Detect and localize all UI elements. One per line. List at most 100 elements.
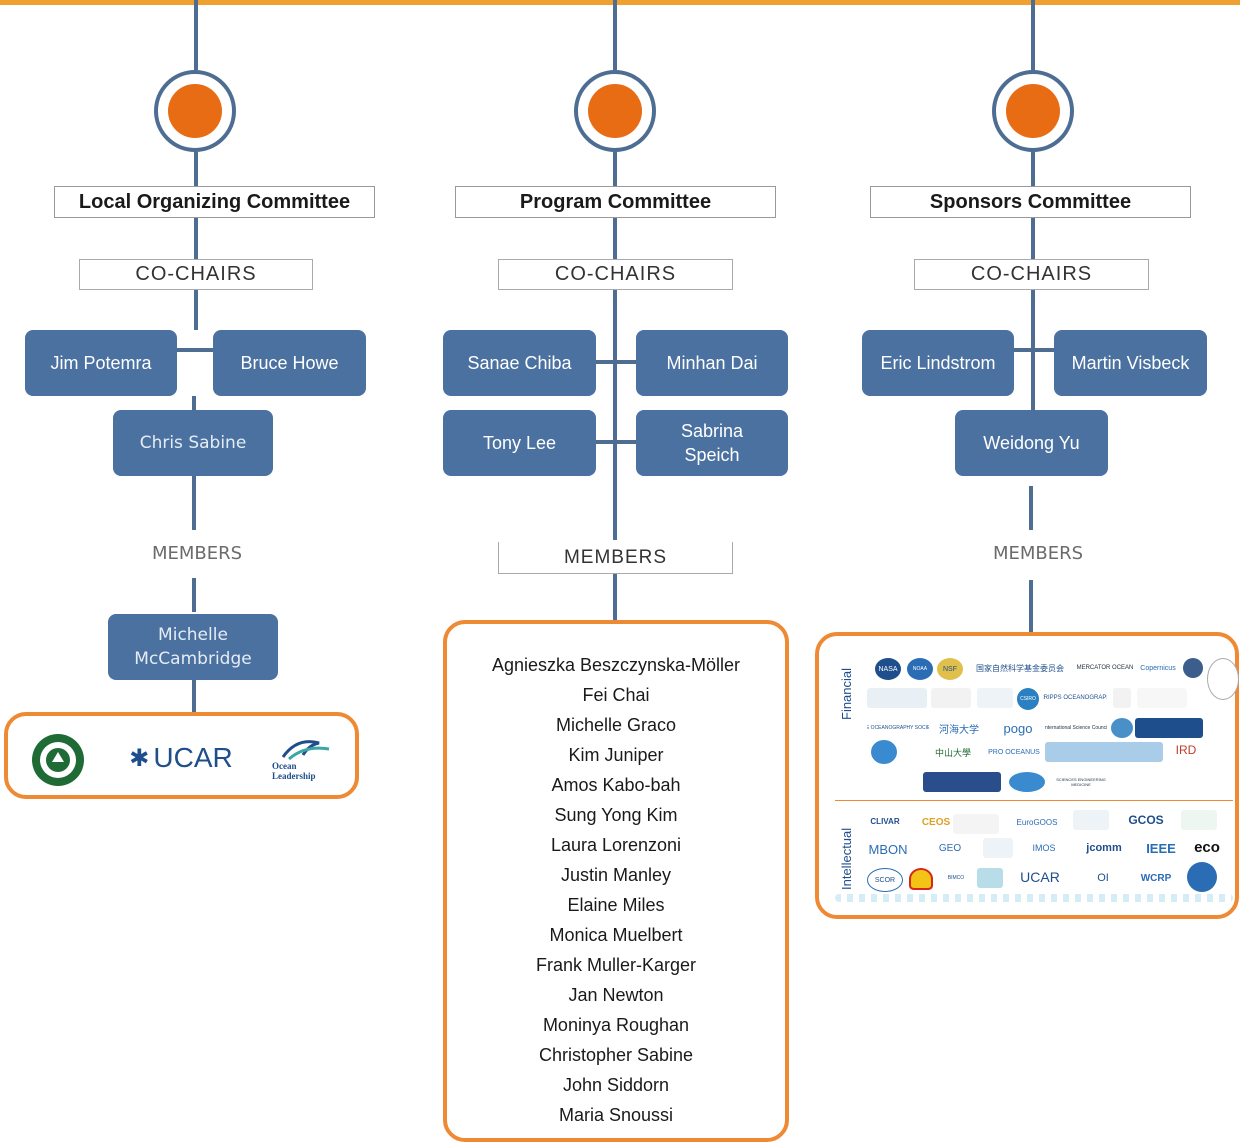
nasa-logo: NASA [875, 658, 901, 680]
mbon-logo: MBON [868, 841, 908, 857]
csiro-logo: CSIRO [1017, 688, 1039, 710]
chair-minhan-dai: Minhan Dai [636, 330, 788, 396]
wave-icon [281, 740, 330, 761]
sponsors-cochairs-label: CO-CHAIRS [914, 259, 1149, 290]
program-committee-title: Program Committee [455, 186, 776, 218]
isc-logo: International Science Council [1045, 725, 1107, 731]
committee-node-local [154, 70, 236, 152]
scor-logo: SCOR [867, 868, 903, 892]
shell-icon [909, 868, 933, 890]
nsf-logo: NSF [937, 658, 963, 680]
local-committee-title: Local Organizing Committee [54, 186, 375, 218]
ocean-conservancy-icon [1181, 810, 1217, 830]
mercator-ocean-logo: MERCATOR OCEAN [1076, 665, 1134, 671]
qnlm-logo [923, 772, 1001, 792]
scripps-logo: SCRIPPS OCEANOGRAPHY [1043, 695, 1107, 701]
ucar-logo-text: UCAR [153, 742, 233, 773]
chair-weidong-yu: Weidong Yu [955, 410, 1108, 476]
list-item: Monica Muelbert [549, 925, 683, 945]
ucar-star-icon: ✱ [129, 744, 150, 772]
sponsor-divider [835, 800, 1233, 801]
ship-banner-icon [1045, 742, 1163, 762]
local-cochairs-label: CO-CHAIRS [79, 259, 313, 290]
un-decade-icon [1187, 862, 1217, 892]
local-sponsor-logos: ✱UCAR Ocean Leadership [4, 712, 359, 799]
list-item: Michelle Graco [555, 715, 677, 735]
map-icon [977, 868, 1003, 888]
university-of-hawaii-seal-icon [30, 732, 86, 788]
sponsors-committee-title: Sponsors Committee [870, 186, 1191, 218]
globe-sphere-icon [1111, 718, 1133, 738]
noaa-logo: NOAA [907, 658, 933, 680]
chair-eric-lindstrom: Eric Lindstrom [862, 330, 1014, 396]
gcos-logo: GCOS [1128, 813, 1164, 827]
chair-sabrina-speich: Sabrina Speich [636, 410, 788, 476]
ocean-leadership-text: Ocean Leadership [272, 761, 316, 781]
ioc-logo [1073, 810, 1109, 830]
list-item: Elaine Miles [567, 895, 665, 915]
ucar-small-logo: UCAR [1020, 869, 1060, 885]
program-cochairs-label: CO-CHAIRS [498, 259, 733, 290]
ceos-logo: CEOS [921, 816, 951, 828]
ucar-logo: ✱UCAR [116, 738, 246, 778]
chair-martin-visbeck: Martin Visbeck [1054, 330, 1207, 396]
list-item: Laura Lorenzoni [550, 835, 682, 855]
ocean-leadership-small-icon [983, 838, 1013, 858]
chair-jim-potemra: Jim Potemra [25, 330, 177, 396]
australian-government-icon [931, 688, 971, 708]
geo-logo: GEO [938, 842, 962, 854]
intellectual-label: Intellectual [839, 827, 854, 890]
list-item: Sung Yong Kim [554, 805, 678, 825]
orange-dot-icon [588, 84, 642, 138]
nasem-logo: SCIENCES ENGINEERING MEDICINE [1056, 777, 1106, 787]
chair-tony-lee: Tony Lee [443, 410, 596, 476]
sponsors-members-label: MEMBERS [992, 543, 1084, 564]
saildrone-icon [1137, 688, 1187, 708]
financial-label: Financial [839, 667, 854, 720]
bimco-logo: BIMCO [947, 875, 965, 881]
oceanology-international-logo: OI [1097, 872, 1109, 884]
imos-logo: IMOS [1032, 843, 1056, 853]
nsfc-logo: 国家自然科学基金委员会 [976, 663, 1064, 673]
program-members-label: MEMBERS [498, 542, 733, 574]
list-item: Agnieszka Beszczynska-Möller [491, 655, 741, 675]
member-michelle-mccambridge: Michelle McCambridge [108, 614, 278, 680]
dotted-strip [835, 894, 1233, 902]
committee-node-program [574, 70, 656, 152]
monmouth-university-icon [1207, 658, 1239, 700]
top-accent-bar [0, 0, 1240, 5]
marker-icon [1113, 688, 1131, 708]
ocean-leadership-logo: Ocean Leadership [272, 730, 342, 786]
program-members-list: Agnieszka Beszczynska-Möller Fei Chai Mi… [447, 650, 785, 1130]
chair-chris-sabine: Chris Sabine [113, 410, 273, 476]
committee-node-sponsors [992, 70, 1074, 152]
list-item: Kim Juniper [568, 745, 664, 765]
university-seal-icon [1183, 658, 1203, 678]
chair-sanae-chiba: Sanae Chiba [443, 330, 596, 396]
aims-icon [977, 688, 1013, 708]
list-item: Amos Kabo-bah [551, 775, 681, 795]
eurogoos-logo: EuroGOOS [1016, 817, 1058, 827]
wave-oval-icon [1009, 772, 1045, 792]
oceanography-society-logo: THE OCEANOGRAPHY SOCIETY [867, 725, 929, 731]
list-item: John Siddorn [562, 1075, 670, 1095]
wcrp-logo: WCRP [1140, 872, 1172, 884]
local-members-label: MEMBERS [151, 543, 243, 564]
jcomm-logo: jcomm [1086, 842, 1122, 854]
ieee-logo: IEEE [1146, 840, 1176, 856]
program-members-box: Agnieszka Beszczynska-Möller Fei Chai Mi… [443, 620, 789, 1142]
blue-banner-icon [1135, 718, 1203, 738]
copernicus-logo: Copernicus [1140, 664, 1176, 672]
ceos-text-icon [953, 814, 999, 834]
eco-logo: eco [1194, 838, 1220, 856]
pogo-logo: pogo [1003, 720, 1033, 736]
list-item: Fei Chai [582, 685, 650, 705]
list-item: Jan Newton [568, 985, 664, 1005]
list-item: Christopher Sabine [538, 1045, 694, 1065]
list-item: Moninya Roughan [542, 1015, 690, 1035]
globe-icon [867, 688, 927, 708]
sun-yat-sen-logo: 中山大學 [934, 747, 971, 758]
pro-oceanus-logo: PRO OCEANUS [988, 748, 1040, 756]
ird-logo: IRD [1175, 743, 1197, 757]
